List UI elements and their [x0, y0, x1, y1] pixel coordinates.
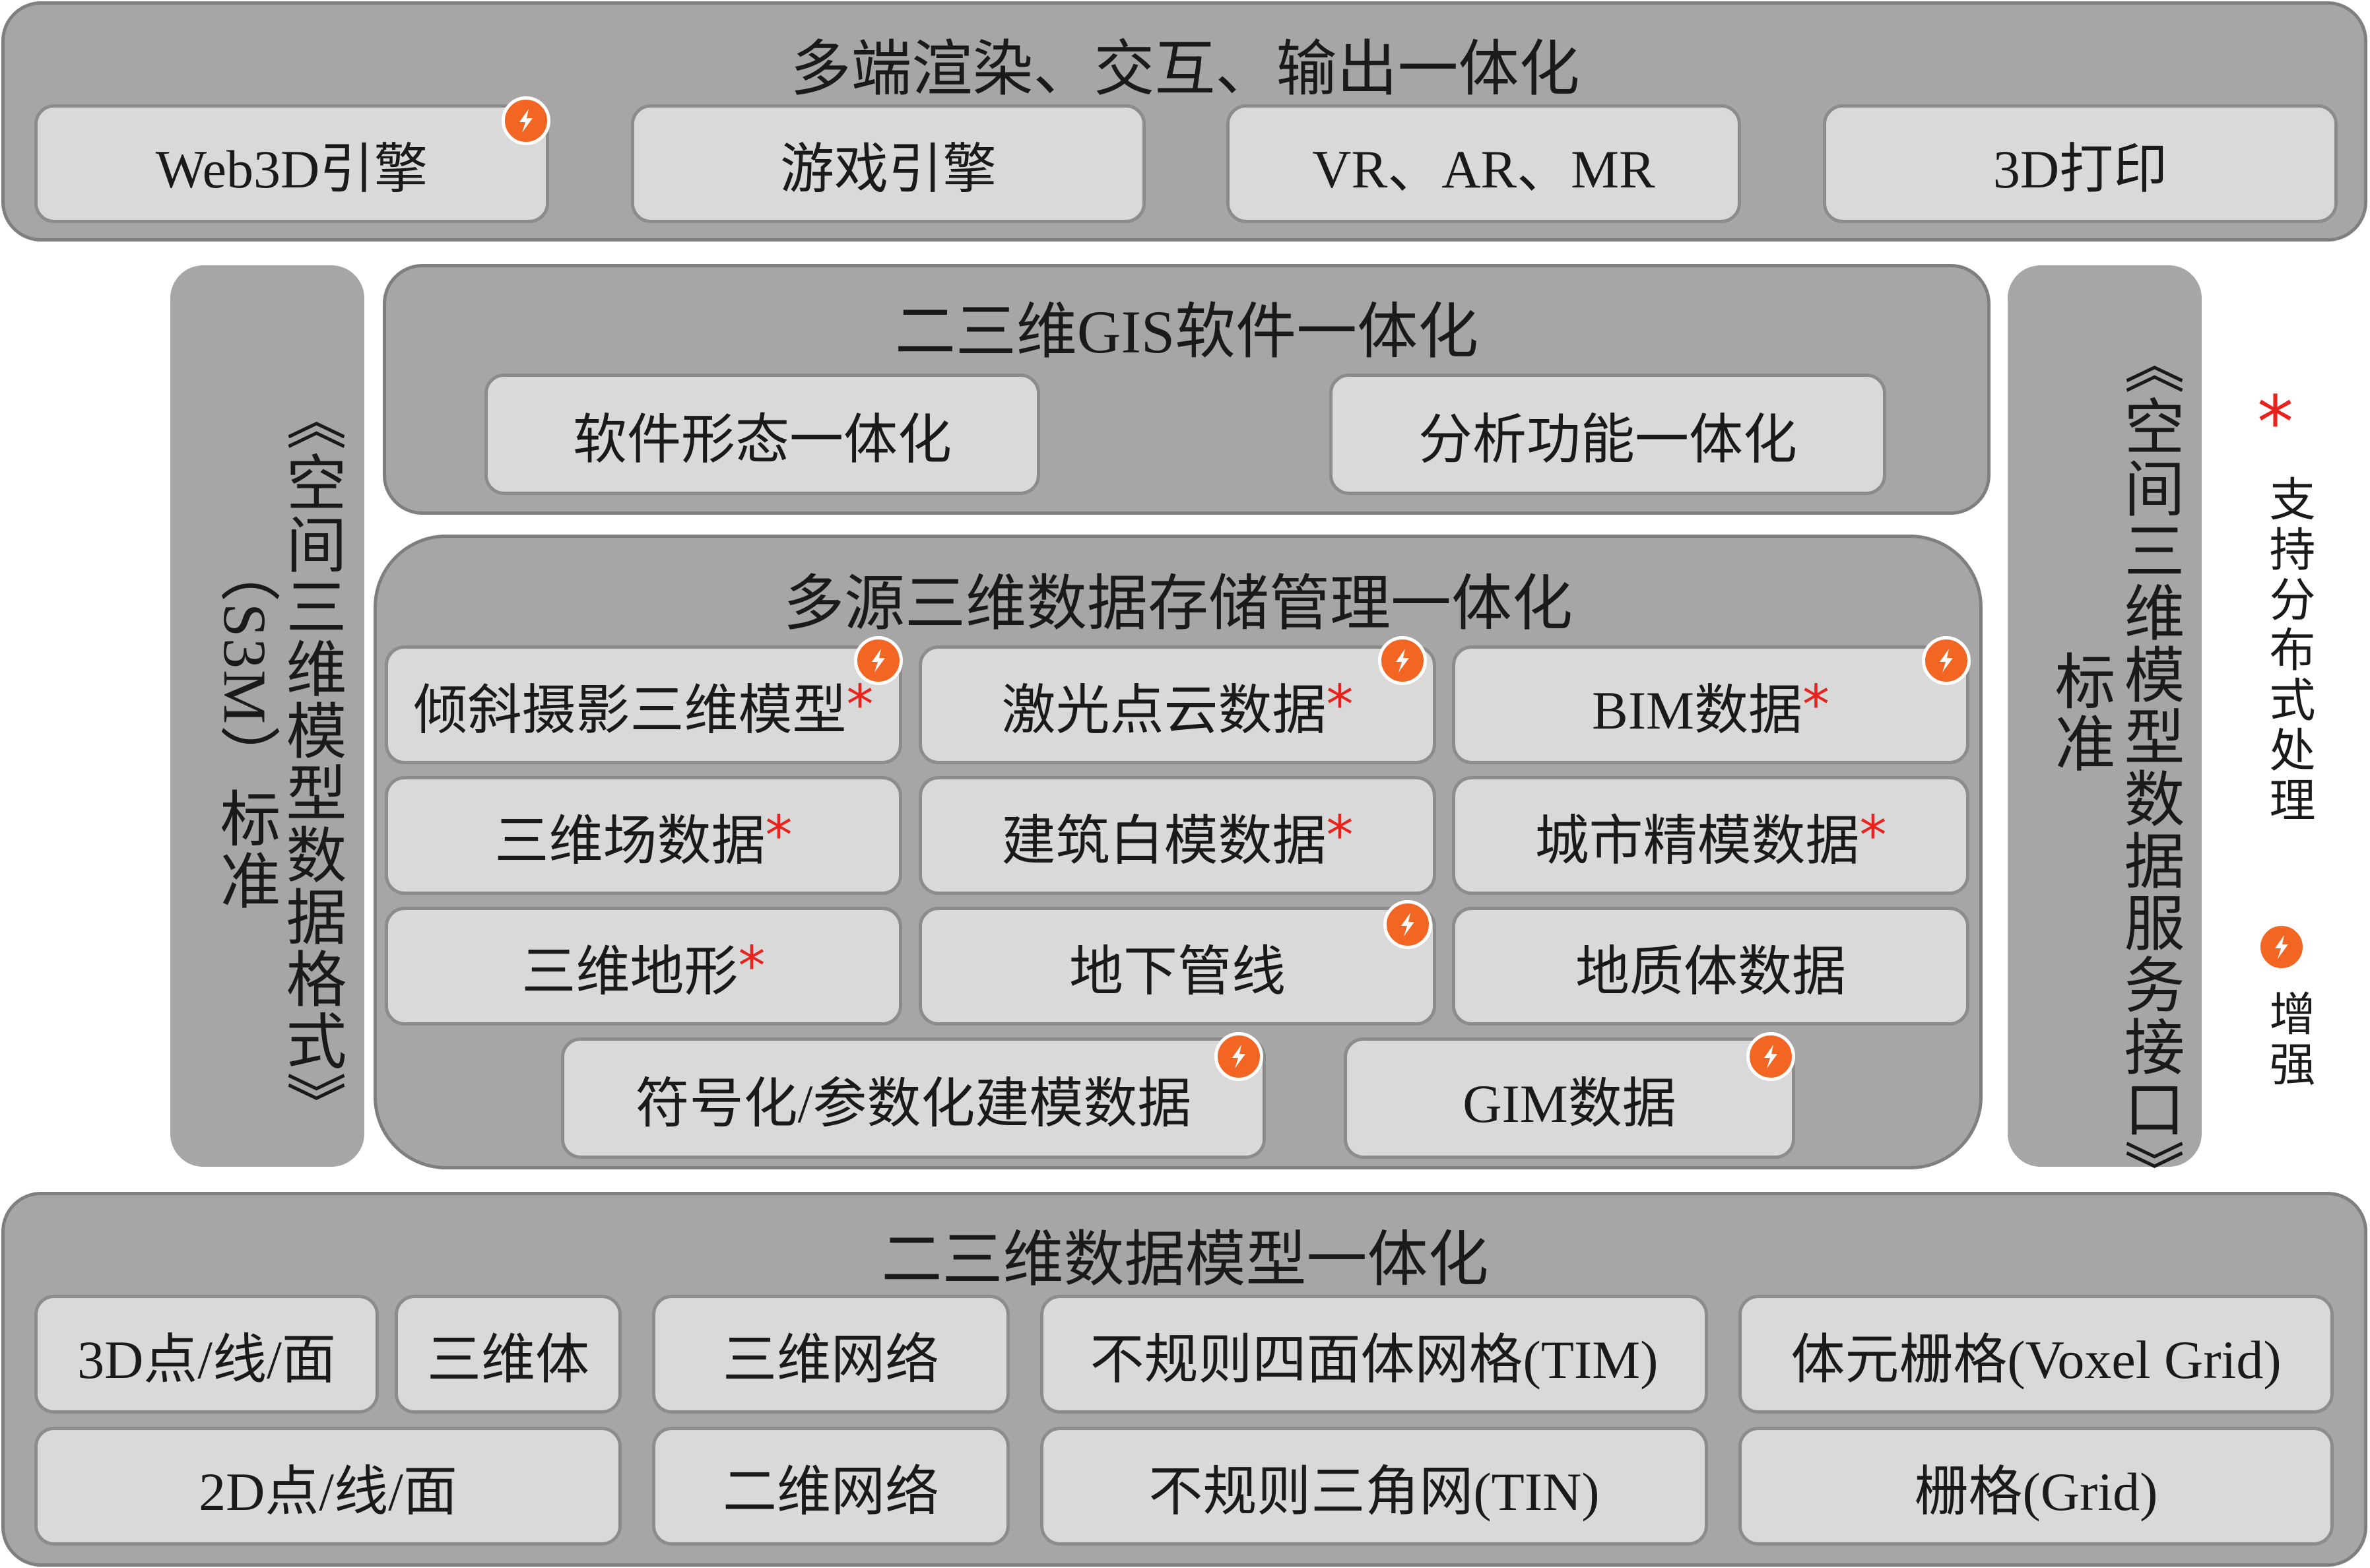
distributed-star: *	[1326, 804, 1354, 867]
web3d-engine-box: Web3D引擎	[34, 104, 549, 223]
service-standard-line2: 标准	[2046, 650, 2113, 774]
gis-software-title: 二三维GIS软件一体化	[894, 298, 1479, 366]
lightning-bolt-icon	[502, 96, 550, 145]
grid-box: 栅格(Grid)	[1738, 1427, 2334, 1546]
service-standard-line1: 《空间三维模型数据服务接口》	[2115, 333, 2183, 1202]
lightning-bolt-icon	[1746, 1032, 1795, 1081]
distributed-star: *	[765, 804, 793, 867]
oblique-photo-box: 倾斜摄影三维模型*	[385, 645, 902, 764]
lightning-bolt-icon	[854, 636, 903, 685]
tin-box: 不规则三角网(TIN)	[1040, 1427, 1708, 1546]
storage-management-title: 多源三维数据存储管理一体化	[783, 570, 1573, 637]
s3m-standard-line2: （S3M）标准	[211, 541, 279, 911]
symbolic-parametric-box: 符号化/参数化建模数据	[561, 1037, 1266, 1159]
3d-field-box: 三维场数据*	[385, 776, 902, 895]
bim-data-label: BIM数据	[1592, 680, 1802, 740]
2d-point-line-face-box: 2D点/线/面	[34, 1427, 622, 1546]
legend-enhanced-label: 增强	[2262, 990, 2316, 1090]
underground-pipeline-box: 地下管线	[919, 907, 1436, 1026]
legend-lightning-bolt-icon	[2257, 923, 2306, 971]
tim-box: 不规则四面体网格(TIM)	[1040, 1295, 1708, 1414]
oblique-photo-label: 倾斜摄影三维模型	[413, 680, 847, 740]
3d-terrain-box: 三维地形*	[385, 907, 902, 1026]
3d-network-box: 三维网络	[652, 1295, 1010, 1414]
analysis-function-box: 分析功能一体化	[1329, 374, 1886, 495]
city-fine-model-label: 城市精模数据	[1534, 810, 1860, 871]
lightning-bolt-icon	[1922, 636, 1971, 685]
distributed-star: *	[846, 673, 874, 736]
3d-print-box: 3D打印	[1823, 104, 2338, 223]
service-standard-column	[2008, 265, 2202, 1167]
distributed-star: *	[1326, 673, 1354, 736]
data-model-title: 二三维数据模型一体化	[881, 1226, 1489, 1293]
distributed-star: *	[1859, 804, 1887, 867]
software-form-box: 软件形态一体化	[484, 374, 1040, 495]
white-model-box: 建筑白模数据*	[919, 776, 1436, 895]
voxel-grid-box: 体元栅格(Voxel Grid)	[1738, 1295, 2334, 1414]
legend-distributed-label: 支持分布式处理	[2262, 475, 2316, 826]
3d-field-label: 三维场数据	[494, 810, 766, 871]
lightning-bolt-icon	[1378, 636, 1427, 685]
3d-volume-box: 三维体	[395, 1295, 622, 1414]
s3m-standard-line1: 《空间三维模型数据格式》	[277, 389, 345, 1134]
lightning-bolt-icon	[1214, 1032, 1263, 1081]
render-output-title: 多端渲染、交互、输出一体化	[790, 36, 1580, 103]
geological-body-box: 地质体数据	[1452, 907, 1969, 1026]
vr-ar-mr-box: VR、AR、MR	[1226, 104, 1741, 223]
distributed-star: *	[1802, 673, 1829, 736]
2d-network-box: 二维网络	[652, 1427, 1010, 1546]
gim-data-box: GIM数据	[1344, 1037, 1795, 1159]
distributed-star: *	[738, 934, 766, 998]
3d-terrain-label: 三维地形	[521, 941, 739, 1002]
point-cloud-label: 激光点云数据	[1001, 680, 1327, 740]
bim-data-box: BIM数据*	[1452, 645, 1969, 764]
3d-point-line-face-box: 3D点/线/面	[34, 1295, 379, 1414]
legend-star-icon: *	[2257, 380, 2293, 465]
s3m-standard-column	[170, 265, 364, 1167]
point-cloud-box: 激光点云数据*	[919, 645, 1436, 764]
game-engine-box: 游戏引擎	[631, 104, 1146, 223]
white-model-label: 建筑白模数据	[1001, 810, 1327, 871]
city-fine-model-box: 城市精模数据*	[1452, 776, 1969, 895]
lightning-bolt-icon	[1383, 900, 1432, 949]
